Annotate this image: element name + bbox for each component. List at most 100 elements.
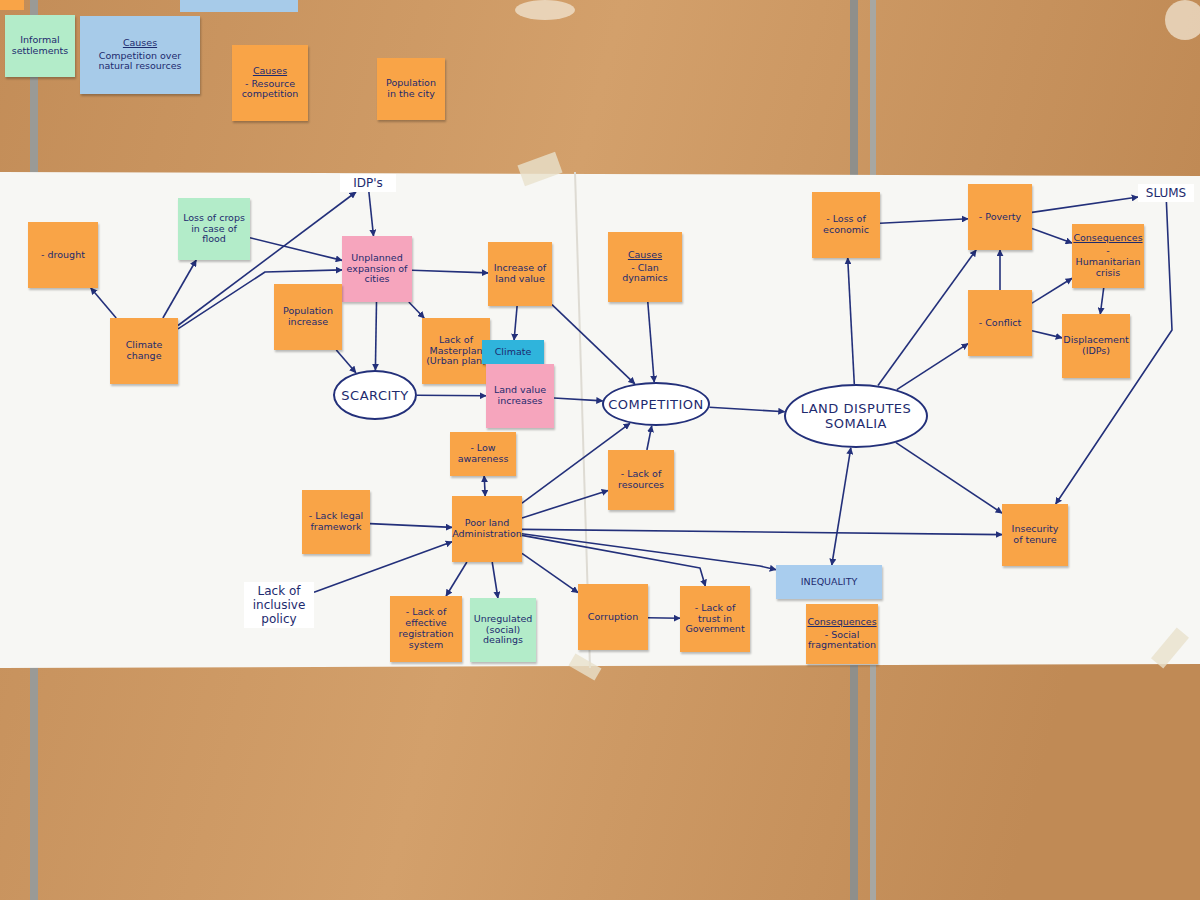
note-heading: Consequences xyxy=(1073,233,1142,244)
node-text: - Loss of economic xyxy=(816,214,876,236)
node-text: IDP's xyxy=(353,176,383,190)
node-text: - drought xyxy=(41,250,85,261)
sticky-note: Causes - Resource competition xyxy=(232,45,308,121)
sticky-note: Unplanned expansion of cities xyxy=(342,236,412,302)
arrow-connector xyxy=(1100,288,1103,314)
sticky-note: Consequences - Humanitarian crisis xyxy=(1072,224,1144,288)
arrow-connector xyxy=(492,562,498,598)
sticky-note: Insecurity of tenure xyxy=(1002,504,1068,566)
arrow-connector xyxy=(91,288,116,318)
tape xyxy=(1151,628,1189,669)
arrow-connector xyxy=(832,448,851,565)
handwritten-node: SLUMS xyxy=(1138,184,1194,202)
sticky-note: - drought xyxy=(28,222,98,288)
arrow-connector xyxy=(522,491,608,518)
node-text: Lack of Masterplan (Urban plan) xyxy=(426,335,486,368)
arrow-connector xyxy=(522,529,1002,534)
node-text: SLUMS xyxy=(1146,186,1186,200)
sticky-note: - Lack legal framework xyxy=(302,490,370,554)
arrow-connector xyxy=(522,535,705,586)
arrow-connector xyxy=(336,350,356,373)
sticky-note: CausesCompetition over natural resources xyxy=(80,16,200,94)
sticky-note: Climate xyxy=(482,340,544,364)
note-heading: Causes xyxy=(123,38,157,49)
node-text: Unregulated (social) dealings xyxy=(474,614,533,647)
arrow-connector xyxy=(1056,202,1172,504)
tape xyxy=(517,152,562,186)
node-text: - Lack legal framework xyxy=(306,511,366,533)
node-text: Climate xyxy=(495,347,532,358)
sticky-note: INEQUALITY xyxy=(776,565,882,599)
arrow-connector xyxy=(369,192,374,236)
sticky-note: - Conflict xyxy=(968,290,1032,356)
node-text: Lack of inclusive policy xyxy=(246,584,312,626)
node-text: - Clan dynamics xyxy=(612,263,678,285)
sticky-note: Causes- Clan dynamics xyxy=(608,232,682,302)
sticky-note: Informal settlements xyxy=(5,15,75,77)
sticky-note: Land value increases xyxy=(486,364,554,428)
arrow-connector xyxy=(648,302,654,382)
node-text: Loss of crops in case of flood xyxy=(182,213,246,246)
node-text: - Social fragmentation xyxy=(808,630,876,652)
sticky-note: - Lack of resources xyxy=(608,450,674,510)
handwritten-node: IDP's xyxy=(340,174,396,192)
node-text: Poor land Administration xyxy=(452,518,522,540)
sticky-note: Consequences - Social fragmentation xyxy=(806,604,878,664)
node-text: Insecurity of tenure xyxy=(1006,524,1064,546)
node-text: - Resource competition xyxy=(236,79,304,101)
node-text: - Humanitarian crisis xyxy=(1076,246,1141,279)
node-text: Population increase xyxy=(278,306,338,328)
light-reflection xyxy=(515,0,575,20)
node-text: - Low awareness xyxy=(454,443,512,465)
node-text: Corruption xyxy=(588,612,638,623)
arrow-connector xyxy=(375,302,376,370)
arrow-connector xyxy=(1032,229,1072,243)
handwritten-node: Lack of inclusive policy xyxy=(244,582,314,628)
node-text: SCARCITY xyxy=(341,388,408,403)
sticky-note: - Lack of trust in Government xyxy=(680,586,750,652)
node-text: Land value increases xyxy=(490,385,550,407)
ellipse-node: COMPETITION xyxy=(602,382,710,426)
arrow-connector xyxy=(417,394,486,396)
arrow-connector xyxy=(896,443,1002,513)
sticky-note: - Low awareness xyxy=(450,432,516,476)
sticky-note: Climate change xyxy=(110,318,178,384)
arrow-connector xyxy=(648,617,680,619)
node-text: COMPETITION xyxy=(608,397,704,412)
arrow-connector xyxy=(522,553,578,592)
ellipse-node: SCARCITY xyxy=(333,370,417,420)
arrow-connector xyxy=(552,305,635,384)
arrow-connector xyxy=(250,238,342,261)
sticky-note: Corruption xyxy=(578,584,648,650)
arrow-connector xyxy=(446,562,467,596)
arrow-connector xyxy=(897,344,968,390)
node-text: LAND DISPUTES SOMALIA xyxy=(796,401,916,431)
arrow-connector xyxy=(709,407,784,412)
arrow-connector xyxy=(1032,331,1062,338)
sticky-note: - Poverty xyxy=(968,184,1032,250)
node-text: - Lack of trust in Government xyxy=(684,603,746,636)
sticky-note: Loss of crops in case of flood xyxy=(178,198,250,260)
node-text: Population in the city xyxy=(381,78,441,100)
arrow-connector xyxy=(647,426,652,450)
arrow-connector xyxy=(554,398,603,401)
node-text: - Poverty xyxy=(979,212,1021,223)
node-text: Climate change xyxy=(114,340,174,362)
arrow-connector xyxy=(409,302,424,318)
arrow-connector xyxy=(163,260,196,318)
node-text: Displacement (IDPs) xyxy=(1063,335,1128,357)
sticky-note: Population in the city xyxy=(377,58,445,120)
arrow-connector xyxy=(370,524,452,528)
arrow-connector xyxy=(848,258,855,384)
sticky-note: - Lack of effective registration system xyxy=(390,596,462,662)
node-text: - Conflict xyxy=(979,318,1022,329)
sticky-note: Population increase xyxy=(274,284,342,350)
arrow-connector xyxy=(522,534,776,570)
note-heading: Consequences xyxy=(807,617,876,628)
node-text: Competition over natural resources xyxy=(84,51,196,73)
note-heading: Causes xyxy=(253,66,287,77)
